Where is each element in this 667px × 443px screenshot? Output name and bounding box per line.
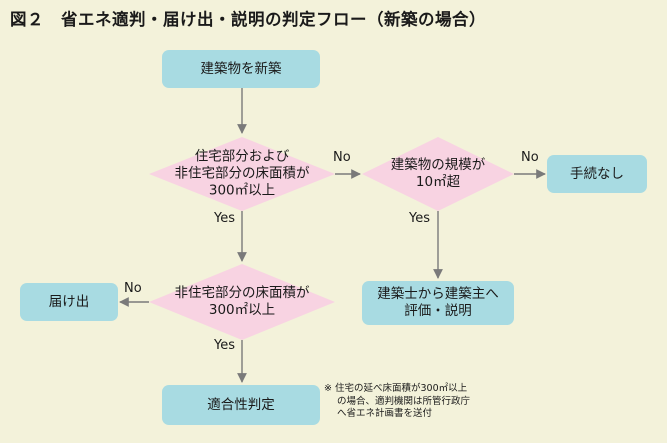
- label-no-d2: No: [521, 150, 539, 165]
- label-yes-d3: Yes: [214, 338, 235, 353]
- notify-box: 届け出: [20, 283, 118, 321]
- footnote-line2: の場合、適判機関は所管行政庁: [337, 395, 471, 407]
- conformity-box: 適合性判定: [162, 385, 320, 425]
- label-yes-d2: Yes: [409, 211, 430, 226]
- decision1-text: 住宅部分および 非住宅部分の床面積が 300㎡以上: [174, 148, 310, 199]
- decision2-diamond: [362, 137, 514, 211]
- no-procedure-box: 手続なし: [547, 155, 647, 193]
- label-yes-d1: Yes: [214, 211, 235, 226]
- decision3-diamond: [149, 264, 335, 340]
- label-no-d3: No: [124, 281, 142, 296]
- decision2-text: 建築物の規模が 10㎡超: [390, 157, 486, 190]
- decision3-text: 非住宅部分の床面積が 300㎡以上: [174, 285, 310, 318]
- footnote-line1: 住宅の延べ床面積が300㎡以上: [335, 383, 468, 394]
- label-no-d1: No: [333, 150, 351, 165]
- start-box: 建築物を新築: [162, 50, 320, 88]
- decision1-diamond: [149, 137, 335, 211]
- figure-title: 図２ 省エネ適判・届け出・説明の判定フロー（新築の場合）: [10, 10, 486, 29]
- explain-box: 建築士から建築主へ 評価・説明: [362, 281, 514, 325]
- footnote-line3: へ省エネ計画書を送付: [337, 408, 433, 419]
- footnote-mark: ※: [324, 383, 332, 394]
- footnote: ※ 住宅の延べ床面積が300㎡以上 の場合、適判機関は所管行政庁 へ省エネ計画書…: [324, 383, 470, 421]
